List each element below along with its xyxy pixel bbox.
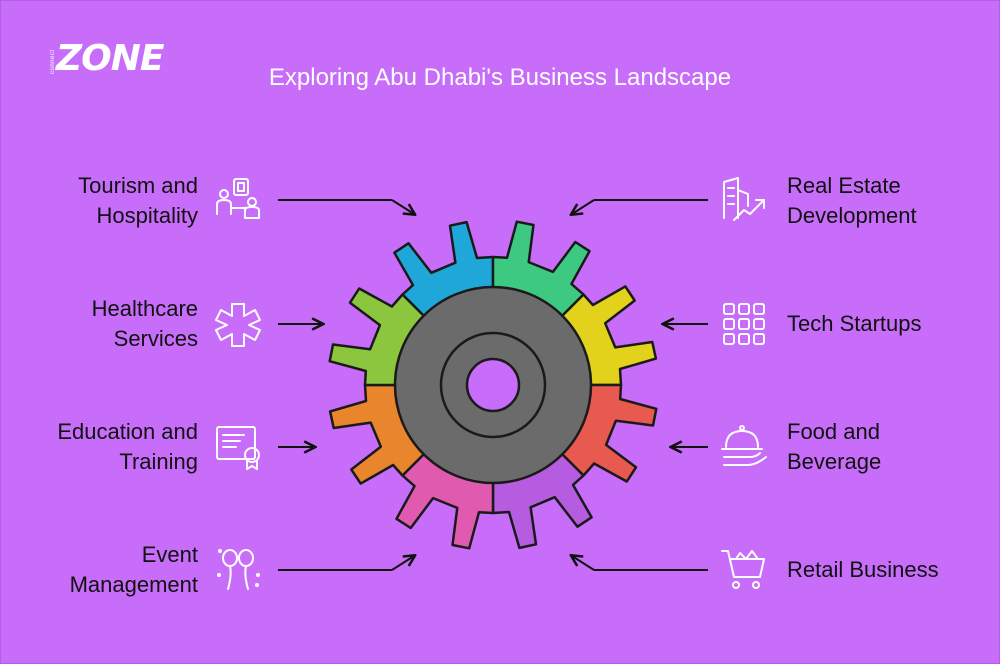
shopping-cart-icon [720,545,768,593]
zone-logo: connect ZONE [50,38,164,79]
label-healthcare-line2: Services [113,326,198,351]
label-food: Food and Beverage [787,417,881,477]
arrow-retail-bend [572,556,595,571]
label-tourism-line2: Hospitality [96,203,198,228]
arrow-event-bend [391,556,414,571]
label-tech-line1: Tech Startups [787,311,922,336]
label-healthcare-line1: Healthcare [91,296,198,321]
label-retail: Retail Business [787,555,939,585]
label-retail-line1: Retail Business [787,557,939,582]
label-tech: Tech Startups [787,309,922,339]
label-healthcare: Healthcare Services [92,294,198,354]
label-food-line2: Beverage [787,449,882,474]
medical-cross-icon [214,300,262,348]
hotel-reception-icon [214,176,262,224]
label-tourism-line1: Tourism and [78,173,198,198]
certificate-icon [214,423,262,471]
label-event-line2: Management [69,572,198,597]
label-event-line1: Event [141,542,198,567]
balloons-icon [214,545,262,593]
label-food-line1: Food and [787,419,880,444]
label-event: Event Management [70,540,198,600]
arrow-tourism-bend [391,199,414,214]
circuit-grid-icon [720,300,768,348]
label-realestate-line1: Real Estate [787,173,901,198]
label-education: Education and Training [57,417,198,477]
label-realestate: Real Estate Development [787,171,917,231]
page-title: Exploring Abu Dhabi's Business Landscape [268,64,732,91]
label-education-line2: Training [119,449,198,474]
serving-cloche-icon [720,423,768,471]
label-realestate-line2: Development [787,203,917,228]
label-education-line1: Education and [57,419,198,444]
logo-main-text: ZONE [56,38,164,79]
gear-center-hole [465,357,521,413]
label-tourism: Tourism and Hospitality [78,171,198,231]
arrow-realestate-bend [572,199,595,214]
building-growth-icon [720,176,768,224]
